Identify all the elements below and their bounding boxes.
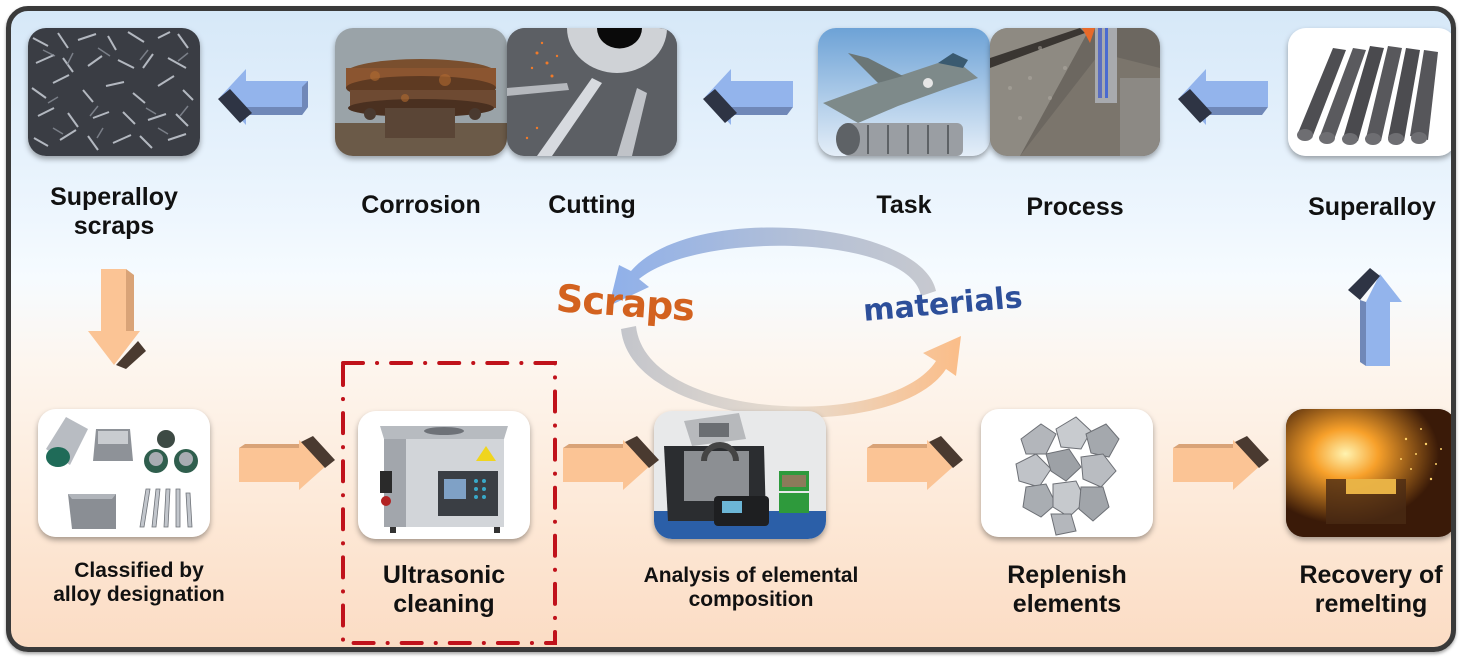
image-cutting <box>507 28 677 156</box>
metal-chips-icon <box>28 28 200 156</box>
label-process: Process <box>990 193 1160 222</box>
label-line: scraps <box>73 211 155 240</box>
label-line: Cutting <box>548 191 636 219</box>
label-cutting: Cutting <box>507 191 677 220</box>
arrow-right-classified-to-cleaning <box>239 436 335 494</box>
image-task <box>818 28 990 156</box>
alloy-rods-icon <box>1288 28 1451 156</box>
label-corrosion: Corrosion <box>335 191 507 220</box>
label-replenish: Replenish elements <box>981 561 1153 619</box>
highlight-box-ultrasonic-cleaning <box>341 361 557 645</box>
arrow-right-replenish-to-recovery <box>1173 436 1269 494</box>
arrow-right-analysis-to-replenish <box>867 436 963 494</box>
image-superalloy-scraps <box>28 28 200 156</box>
label-line: Classified by <box>74 559 204 582</box>
label-line: alloy designation <box>53 583 225 607</box>
label-line: cleaning <box>393 589 495 618</box>
label-line: Recovery of <box>1299 561 1443 589</box>
label-recovery: Recovery of remelting <box>1276 561 1451 619</box>
arrow-left-icon <box>218 69 308 125</box>
arrow-up-icon <box>1348 268 1402 366</box>
label-line: Process <box>1026 193 1124 221</box>
arrow-left-superalloy-to-process <box>1176 69 1272 125</box>
label-task: Task <box>818 191 990 220</box>
label-ultrasonic-cleaning: Ultrasonic cleaning <box>358 561 530 619</box>
arrow-left-icon <box>703 69 793 125</box>
label-line: Analysis of elemental <box>643 564 859 587</box>
cycle-diagram: Scraps materials <box>551 211 1024 421</box>
metal-lumps-icon <box>981 409 1153 537</box>
label-line: Superalloy <box>50 183 178 211</box>
image-corrosion <box>335 28 507 156</box>
label-superalloy: Superalloy <box>1288 193 1451 222</box>
arrow-down-icon <box>88 269 146 369</box>
diagram-frame: Superalloy scraps Corrosion Cutting Task… <box>6 6 1456 652</box>
cycle-arrows-icon <box>609 227 961 418</box>
image-ultrasonic-cleaning <box>358 411 530 539</box>
label-classified: Classified by alloy designation <box>23 559 255 607</box>
image-superalloy <box>1288 28 1451 156</box>
sorted-alloy-parts-icon <box>38 409 210 537</box>
cutting-blade-icon <box>507 28 677 156</box>
arrow-right-icon <box>867 436 963 490</box>
label-line: Replenish <box>1007 561 1127 589</box>
image-classified <box>38 409 210 537</box>
ultrasonic-cleaner-icon <box>358 411 530 539</box>
image-recovery <box>1286 409 1451 537</box>
arrow-left-icon <box>1178 69 1268 125</box>
label-line: Ultrasonic <box>382 561 506 589</box>
label-line: Task <box>876 191 932 219</box>
image-process <box>990 28 1160 156</box>
arrow-up-remelting-to-superalloy <box>1346 266 1406 366</box>
dash-dot-border-icon <box>341 361 557 645</box>
image-analysis <box>654 411 826 539</box>
machining-icon <box>990 28 1160 156</box>
corroded-flange-icon <box>335 28 507 156</box>
arrow-right-cleaning-to-analysis <box>563 436 659 494</box>
fighter-jet-engine-icon <box>818 28 990 156</box>
arrow-right-icon <box>239 436 335 490</box>
label-line: elements <box>1012 589 1122 618</box>
label-analysis: Analysis of elemental composition <box>626 564 876 612</box>
arrow-left-corrosion-to-scraps <box>216 69 312 125</box>
arrow-left-task-to-cutting <box>701 69 797 125</box>
label-line: composition <box>688 588 814 612</box>
molten-metal-pour-icon <box>1286 409 1451 537</box>
label-superalloy-scraps: Superalloy scraps <box>28 183 200 241</box>
arrow-right-icon <box>563 436 659 490</box>
arrow-right-icon <box>1173 436 1269 490</box>
xrf-analyzer-icon <box>654 411 826 539</box>
arrow-down-scraps-to-classified <box>86 269 146 369</box>
label-line: Superalloy <box>1308 193 1436 221</box>
image-replenish <box>981 409 1153 537</box>
label-line: remelting <box>1314 589 1428 618</box>
label-line: Corrosion <box>361 191 481 219</box>
